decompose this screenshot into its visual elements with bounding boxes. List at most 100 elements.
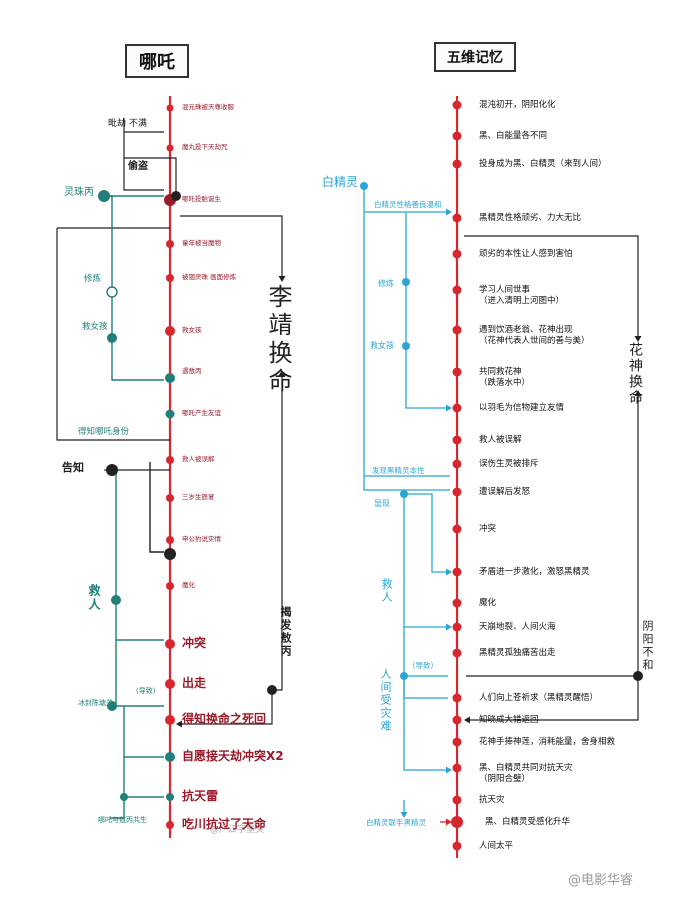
left-label-crowd: 偷盗 — [128, 161, 148, 172]
right-event-dot — [452, 795, 462, 805]
right-blue-arrow — [446, 623, 452, 631]
right-blue-arrow — [400, 812, 408, 818]
right-event-label: 抗天灾 — [479, 795, 505, 805]
right-dark-return — [466, 676, 639, 721]
left-event-label: 被锢灵珠 画面修炼 — [182, 273, 237, 281]
right-dark-arrow — [464, 716, 470, 724]
left-dark-branch — [149, 462, 164, 553]
watermark-left: @广江字墨文 — [210, 825, 265, 835]
right-event-dot — [452, 737, 462, 747]
right-label-baijingling: 白精灵 — [322, 175, 359, 189]
left-lower-link — [178, 690, 273, 725]
left-dot — [165, 373, 175, 383]
right-label-xianxian: 显现 — [374, 499, 390, 508]
right-blue-arrow — [446, 208, 452, 216]
right-event-label: 投身成为黑、白精灵（来到人间） — [479, 159, 607, 169]
left-teal-bing-down — [123, 706, 164, 758]
left-label-lingzhu: 灵珠丙 — [64, 187, 94, 198]
left-dot — [166, 240, 174, 248]
right-event-label: 顽劣的本性让人感到害怕 — [479, 249, 573, 259]
right-label-lianshou: 白精灵联手黑精灵 — [366, 818, 426, 827]
right-event-label: 黑精灵孤独痛苦出走 — [479, 648, 556, 658]
right-event-label: 共同救花神 （跌落水中） — [479, 367, 531, 389]
right-label-jiunvhai: 救女孩 — [370, 341, 394, 350]
left-event-label: 冲突 — [182, 636, 207, 650]
left-event-label: 遇敖丙 — [182, 367, 202, 375]
left-dot — [166, 821, 174, 829]
right-event-dot — [452, 131, 462, 141]
left-right-column: 李靖换命 — [264, 284, 292, 396]
right-dark-dot — [633, 671, 643, 681]
left-event-label: 三岁生辰宴 — [182, 493, 215, 501]
left-event-label: 救女孩 — [182, 326, 202, 334]
right-event-dot — [452, 598, 462, 608]
right-event-dot — [452, 325, 462, 335]
right-dark-arrow — [634, 336, 642, 342]
right-event-label: 花神手捧神莲，消耗能量，舍身相救 — [479, 737, 616, 747]
right-event-label: 冲突 — [479, 524, 497, 534]
left-label-daojiao: (导致) — [136, 687, 156, 695]
right-event-dot — [451, 816, 463, 828]
left-dot-jiefa — [267, 685, 277, 695]
right-blue-outer — [363, 186, 450, 491]
right-title: 五维记忆 — [434, 42, 516, 72]
right-blue-xianxian — [404, 493, 448, 573]
left-label-top: 毗劫 不满 — [108, 119, 147, 129]
left-event-label: 哪吒产生友谊 — [182, 409, 221, 417]
right-dark-huashen-top — [464, 235, 639, 336]
left-event-label: 童年被当魔物 — [182, 239, 221, 247]
left-event-label: 救人被误解 — [182, 455, 215, 463]
right-event-dot — [452, 459, 462, 469]
left-dot — [165, 639, 175, 649]
left-event-label: 混元珠被天尊收服 — [182, 103, 234, 111]
left-teal-lower — [104, 469, 117, 706]
right-event-dot — [452, 367, 462, 377]
left-event-label: 得知换命之死回 — [182, 712, 267, 726]
left-dot — [166, 494, 174, 502]
right-vertical-yinyang: 阴阳不和 — [641, 620, 654, 672]
right-blue-dot — [400, 672, 408, 680]
right-title-text: 五维记忆 — [447, 50, 503, 66]
left-dot — [166, 793, 174, 801]
left-event-label: 吃川抗过了天命 — [182, 817, 267, 831]
left-teal-last — [110, 797, 125, 819]
right-event-dot — [452, 249, 462, 259]
right-blue-arrow — [446, 404, 452, 412]
right-red-arrow — [446, 818, 452, 826]
left-label-gaozhi: 告知 — [62, 461, 84, 474]
right-vertical-huashen: 花神换命 — [627, 342, 643, 406]
left-label-deshen: 得知哪吒身份 — [78, 427, 130, 437]
left-dot — [165, 715, 175, 725]
right-event-dot — [452, 524, 462, 534]
left-event-label: 申公豹说实情 — [182, 535, 221, 543]
left-label-jiuren: 救人 — [87, 584, 101, 612]
right-event-dot — [452, 159, 462, 169]
right-event-label: 知晓成大错返回 — [479, 715, 539, 725]
left-dot-top-junction — [171, 191, 181, 201]
left-dot — [164, 548, 176, 560]
right-event-label: 黑、白精灵受感化升华 — [485, 817, 571, 827]
left-dot-xiulian — [106, 286, 118, 298]
left-dot — [165, 409, 175, 419]
left-teal-kangtian — [123, 757, 164, 798]
right-event-dot — [452, 403, 462, 413]
right-event-dot — [452, 100, 462, 110]
left-dot — [165, 752, 175, 762]
left-event-label: 自愿接天劫冲突X2 — [182, 749, 284, 763]
left-label-xiulian: 修炼 — [84, 274, 102, 284]
left-event-label: 抗天雷 — [182, 789, 219, 803]
right-blue-inner — [405, 212, 448, 409]
left-dot — [165, 679, 175, 689]
right-event-dot — [452, 285, 462, 295]
left-dot — [166, 582, 174, 590]
right-label-daozhi: （导致） — [408, 661, 438, 670]
left-event-label: 出走 — [182, 676, 207, 690]
right-event-label: 遇到饮酒老翁、花神出现 （花神代表人世间的善与美） — [479, 325, 590, 347]
right-event-label: 矛盾进一步激化，激怒黑精灵 — [479, 567, 590, 577]
right-label-jiuren: 救人 — [380, 578, 393, 604]
right-event-dot — [452, 487, 462, 497]
right-event-label: 救人被误解 — [479, 435, 522, 445]
left-dot-jiunvhai — [107, 333, 117, 343]
left-label-bingzhu: 冰封陈塘关 — [78, 699, 113, 707]
left-label-jiunvhai: 救女孩 — [82, 322, 108, 332]
